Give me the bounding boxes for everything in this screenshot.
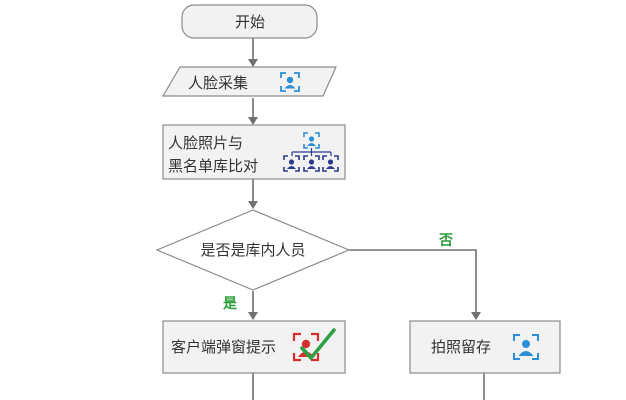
photo-node: 拍照留存: [409, 320, 561, 374]
start-node: 开始: [181, 4, 318, 39]
arrow-decision-no: [349, 249, 481, 320]
face-alert-check-icon: [292, 328, 336, 362]
start-shape: [181, 4, 318, 39]
face-hierarchy-icon: [283, 132, 339, 172]
alert-shape: [162, 320, 346, 374]
capture-shape: [161, 66, 337, 97]
face-scan-icon: [513, 334, 539, 360]
compare-node: 人脸照片与 黑名单库比对: [162, 124, 346, 180]
compare-label-line2: 黑名单库比对: [168, 157, 258, 175]
branch-yes-label: 是: [223, 296, 238, 312]
compare-label-line1: 人脸照片与: [168, 134, 243, 152]
alert-node: 客户端弹窗提示: [162, 320, 346, 374]
decision-label: 是否是库内人员: [200, 241, 305, 259]
photo-shape: [409, 320, 561, 374]
capture-label: 人脸采集: [188, 74, 248, 92]
decision-shape: [155, 209, 351, 291]
decision-node: 是否是库内人员: [155, 209, 351, 291]
start-label: 开始: [235, 13, 265, 31]
capture-node: 人脸采集: [161, 66, 337, 97]
alert-label: 客户端弹窗提示: [171, 338, 276, 356]
branch-no-label: 否: [438, 233, 453, 249]
photo-label: 拍照留存: [431, 338, 491, 356]
connectors: [248, 38, 485, 400]
face-scan-icon: [280, 72, 300, 92]
